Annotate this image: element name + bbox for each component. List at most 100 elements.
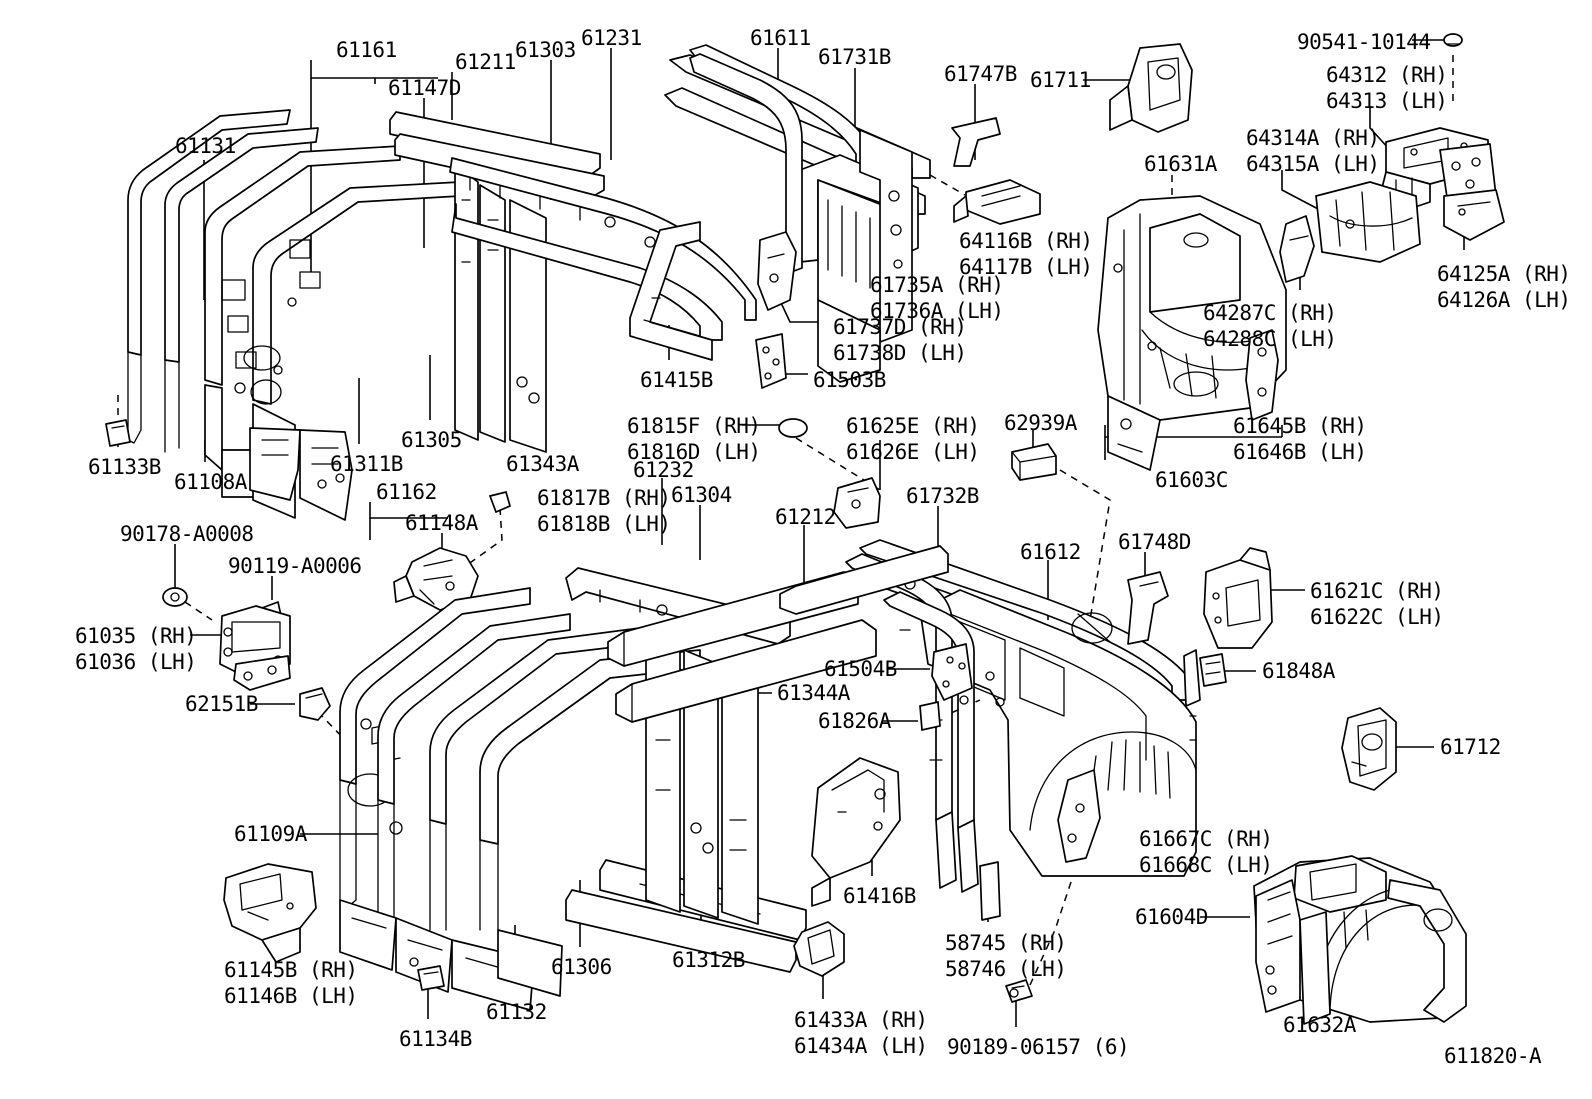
part-label-61162[interactable]: 61162 [376,480,437,504]
part-61711 [1109,43,1193,133]
part-label-61433a[interactable]: 61433A (RH) 61434A (LH) [794,1008,928,1058]
part-label-61667c[interactable]: 61667C (RH) 61668C (LH) [1139,827,1273,877]
part-61148A [393,547,479,611]
part-label-61344a[interactable]: 61344A [777,681,850,705]
part-label-61503b[interactable]: 61503B [813,368,886,392]
part-label-64287c[interactable]: 64287C (RH) 64288C (LH) [1203,301,1337,351]
part-label-64314a[interactable]: 64314A (RH) 64315A (LH) [1246,126,1380,176]
part-label-61161[interactable]: 61161 [336,38,397,62]
part-label-61711[interactable]: 61711 [1030,68,1091,92]
part-label-61712[interactable]: 61712 [1440,735,1501,759]
front-body-assembly-upper [127,109,461,521]
part-label-61632a[interactable]: 61632A [1283,1013,1356,1037]
part-label-90178-a0008[interactable]: 90178-A0008 [120,522,254,546]
part-label-61416b[interactable]: 61416B [843,884,916,908]
part-label-61826a[interactable]: 61826A [818,709,891,733]
part-label-61732b[interactable]: 61732B [906,484,979,508]
part-62151B [299,687,331,721]
part-label-61035[interactable]: 61035 (RH) 61036 (LH) [75,624,197,674]
part-label-61312b[interactable]: 61312B [672,948,745,972]
part-90541 [1443,33,1463,47]
part-64312 [1379,127,1489,213]
part-label-61735a[interactable]: 61735A (RH) 61736A (LH) [870,273,1004,323]
part-label-90189-06157[interactable]: 90189-06157 (6) [947,1035,1130,1059]
part-label-64125a[interactable]: 64125A (RH) 64126A (LH) [1437,262,1571,312]
part-61826A [919,700,941,732]
part-61625E [833,477,881,529]
part-61747B [951,117,1001,167]
part-61035 [219,605,291,691]
part-label-61611[interactable]: 61611 [750,26,811,50]
part-label-61232[interactable]: 61232 [633,458,694,482]
part-label-61604d[interactable]: 61604D [1135,905,1208,929]
part-90178 [162,587,188,607]
part-61621C [1203,547,1273,649]
part-label-61631a[interactable]: 61631A [1144,152,1217,176]
part-label-62151b[interactable]: 62151B [185,692,258,716]
part-61134B [417,965,445,991]
part-label-61212[interactable]: 61212 [775,505,836,529]
part-label-90541-10144[interactable]: 90541-10144 [1297,30,1431,54]
part-61737D [757,231,797,311]
part-label-61131[interactable]: 61131 [175,134,236,158]
part-61817B [488,490,512,514]
part-61433A [793,921,845,977]
part-label-90119-a0006[interactable]: 90119-A0006 [228,554,362,578]
part-61667C [1057,769,1101,863]
part-label-61311b[interactable]: 61311B [330,452,403,476]
part-label-61748d[interactable]: 61748D [1118,530,1191,554]
part-62939A [1011,443,1057,481]
part-label-61304[interactable]: 61304 [671,483,732,507]
part-label-61612[interactable]: 61612 [1020,540,1081,564]
part-label-611820-a[interactable]: 611820-A [1444,1044,1542,1068]
part-90119 [231,601,283,629]
part-64314A [1315,181,1421,263]
part-label-61817b[interactable]: 61817B (RH) 61818B (LH) [537,486,671,536]
part-label-61148a[interactable]: 61148A [405,511,478,535]
part-label-61621c[interactable]: 61621C (RH) 61622C (LH) [1310,579,1444,629]
part-label-61731b[interactable]: 61731B [818,45,891,69]
part-label-58745[interactable]: 58745 (RH) 58746 (LH) [945,931,1067,981]
part-61212-beam-left [779,545,949,615]
part-label-61737d[interactable]: 61737D (RH) 61738D (LH) [833,315,967,365]
part-61748D [1127,571,1169,645]
part-61145B [223,863,317,963]
part-label-61815f[interactable]: 61815F (RH) 61816D (LH) [627,414,761,464]
part-label-61645b[interactable]: 61645B (RH) 61646B (LH) [1233,414,1367,464]
part-64116B [953,179,1041,225]
part-64287C [1279,215,1315,283]
part-label-61133b[interactable]: 61133B [88,455,161,479]
part-label-64116b[interactable]: 64116B (RH) 64117B (LH) [959,229,1093,279]
part-61815F [778,418,808,438]
roof-side-rail-assembly [389,111,757,453]
part-label-61147d[interactable]: 61147D [388,76,461,100]
part-label-61132[interactable]: 61132 [486,1000,547,1024]
part-label-61343a[interactable]: 61343A [506,452,579,476]
front-body-assembly-lower [339,567,877,1011]
part-label-61145b[interactable]: 61145B (RH) 61146B (LH) [224,958,358,1008]
part-label-61415b[interactable]: 61415B [640,368,713,392]
part-label-61134b[interactable]: 61134B [399,1027,472,1051]
part-label-61625e[interactable]: 61625E (RH) 61626E (LH) [846,414,980,464]
part-61848A [1199,653,1227,687]
part-label-61747b[interactable]: 61747B [944,62,1017,86]
part-label-61305[interactable]: 61305 [401,428,462,452]
part-label-61848a[interactable]: 61848A [1262,659,1335,683]
part-61415B [629,221,713,361]
part-label-64312[interactable]: 64312 (RH) 64313 (LH) [1326,63,1448,113]
part-61604D-wheelhouse-inner [1253,855,1467,1025]
part-label-61231[interactable]: 61231 [581,26,642,50]
part-label-61306[interactable]: 61306 [551,955,612,979]
part-61133B [105,419,131,447]
part-58745 [979,861,1001,921]
part-label-61504b[interactable]: 61504B [824,657,897,681]
part-label-61211[interactable]: 61211 [455,50,516,74]
part-61504B [931,643,973,701]
part-label-61303[interactable]: 61303 [515,38,576,62]
part-label-61109a[interactable]: 61109A [234,822,307,846]
part-label-61108a[interactable]: 61108A [174,470,247,494]
part-61712 [1341,707,1397,791]
part-label-62939a[interactable]: 62939A [1004,411,1077,435]
part-label-61603c[interactable]: 61603C [1155,468,1228,492]
